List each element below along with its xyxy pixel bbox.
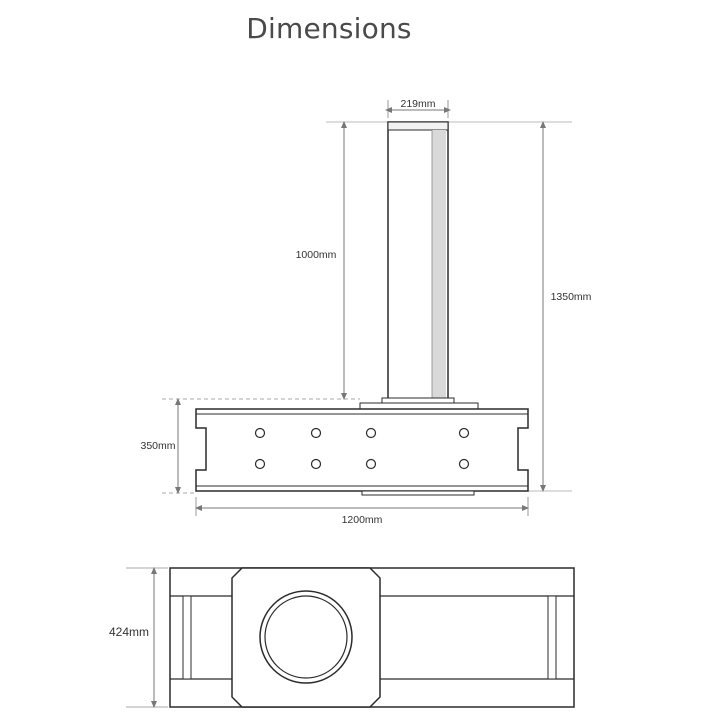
dim-plan-depth: 424mm <box>109 625 149 639</box>
base-block <box>195 408 529 496</box>
dim-base-width: 1200mm <box>342 514 383 526</box>
dim-top-width: 219mm <box>400 98 435 110</box>
page-title: Dimensions <box>246 12 412 45</box>
dim-base-height: 350mm <box>140 440 175 452</box>
plan-view: 424mm <box>109 567 575 708</box>
elevation-view: 219mm 1000mm 1350mm 350mm 1200mm <box>140 98 591 526</box>
bollard-post <box>359 121 479 410</box>
dim-post-height: 1000mm <box>296 249 337 261</box>
dim-total-height: 1350mm <box>551 291 592 303</box>
